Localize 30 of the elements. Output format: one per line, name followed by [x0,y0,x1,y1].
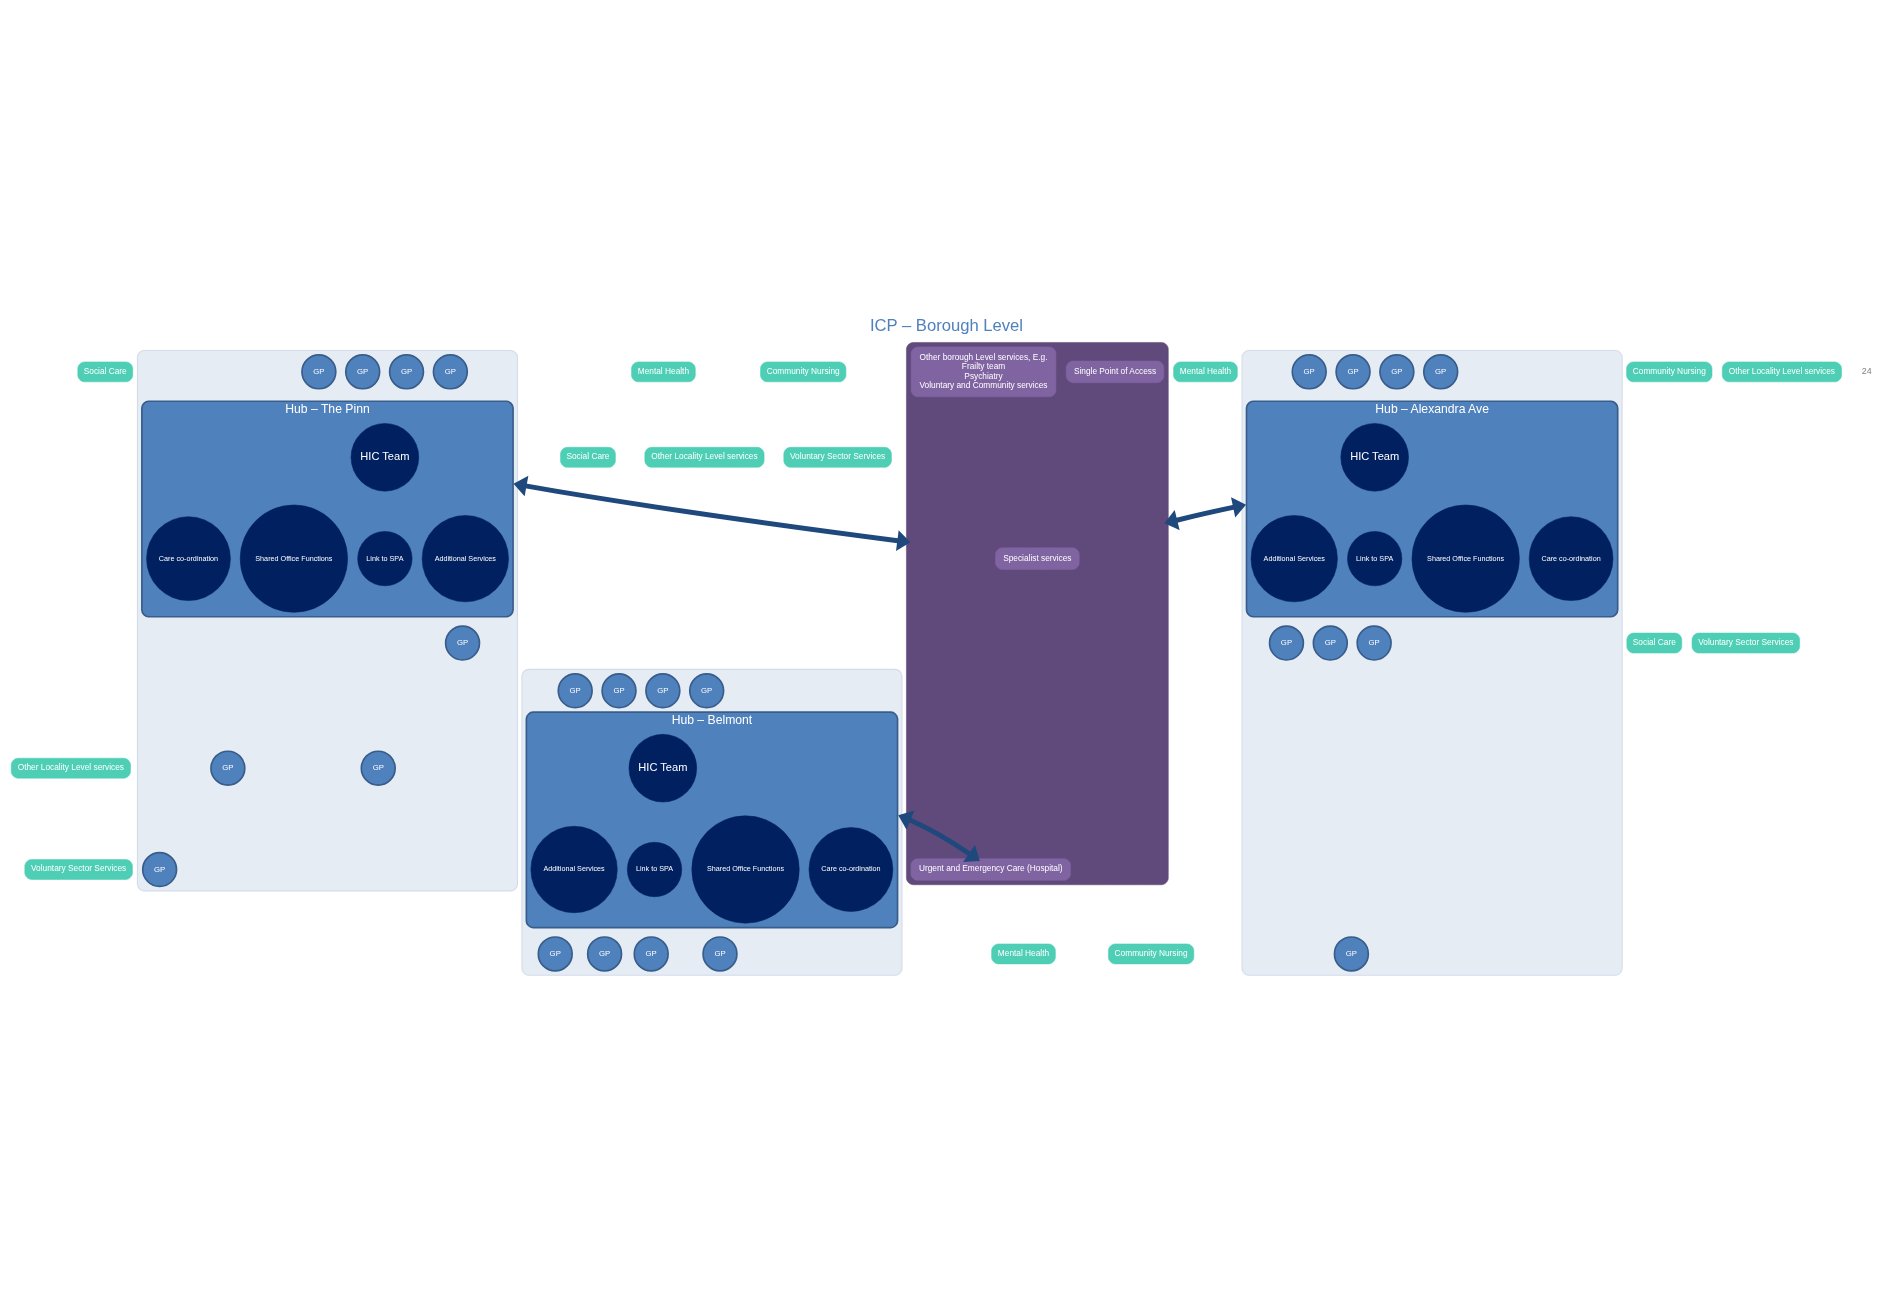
arrow [897,810,980,862]
node-box: Specialist services [994,547,1079,570]
node-box: Other Locality Level services [644,446,764,468]
diagram-title: ICP – Borough Level [869,315,1023,335]
node-box: Social Care [1626,632,1682,653]
cluster [1241,349,1623,976]
node-box: Social Care [77,361,133,382]
label: 24 [1861,365,1872,376]
node-circle: HIC Team [1340,422,1409,491]
node-circle: HIC Team [350,422,419,491]
node-box: Voluntary Sector Services [783,446,892,468]
arrow [513,475,910,551]
cluster [136,349,518,891]
node-box: Community Nursing [1107,943,1194,964]
node-box: Other borough Level services, E.g. Frailty team Psychiatry Voluntary and Community services [910,346,1056,397]
node-box: Mental Health [990,943,1056,964]
arrow [1163,496,1246,530]
node-box: Other Locality Level services [1721,361,1842,382]
node-box: Social Care [559,446,616,468]
node-box: Community Nursing [1625,361,1712,382]
node-box: Urgent and Emergency Care (Hospital) [910,857,1071,881]
node-box: Other Locality Level services [10,757,131,778]
node-circle: HIC Team [628,733,697,802]
node-box: Voluntary Sector Services [24,858,133,880]
node-box: Single Point of Access [1065,360,1164,383]
node-box: Mental Health [1172,361,1238,382]
cluster [520,668,903,976]
node-box: Voluntary Sector Services [1691,632,1800,653]
node-box: Mental Health [630,361,696,382]
node-box: Community Nursing [759,361,846,382]
